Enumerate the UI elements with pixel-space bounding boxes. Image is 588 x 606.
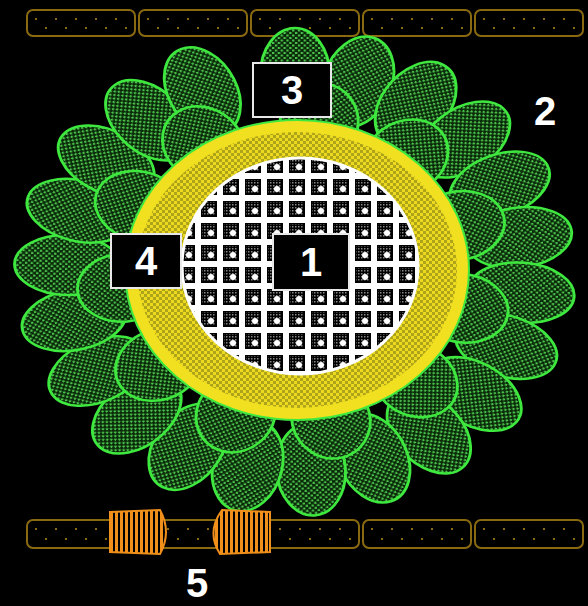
callout-number: 4 (110, 233, 182, 289)
orange-shoe (213, 510, 270, 554)
orange-shoe (110, 510, 166, 554)
callout-number: 1 (272, 233, 350, 291)
callout-number: 2 (522, 88, 568, 134)
ring-texture (137, 132, 457, 408)
callout-number: 3 (252, 62, 332, 118)
petals (13, 28, 577, 517)
seed-center (182, 158, 418, 374)
callout-number: 5 (174, 562, 220, 604)
